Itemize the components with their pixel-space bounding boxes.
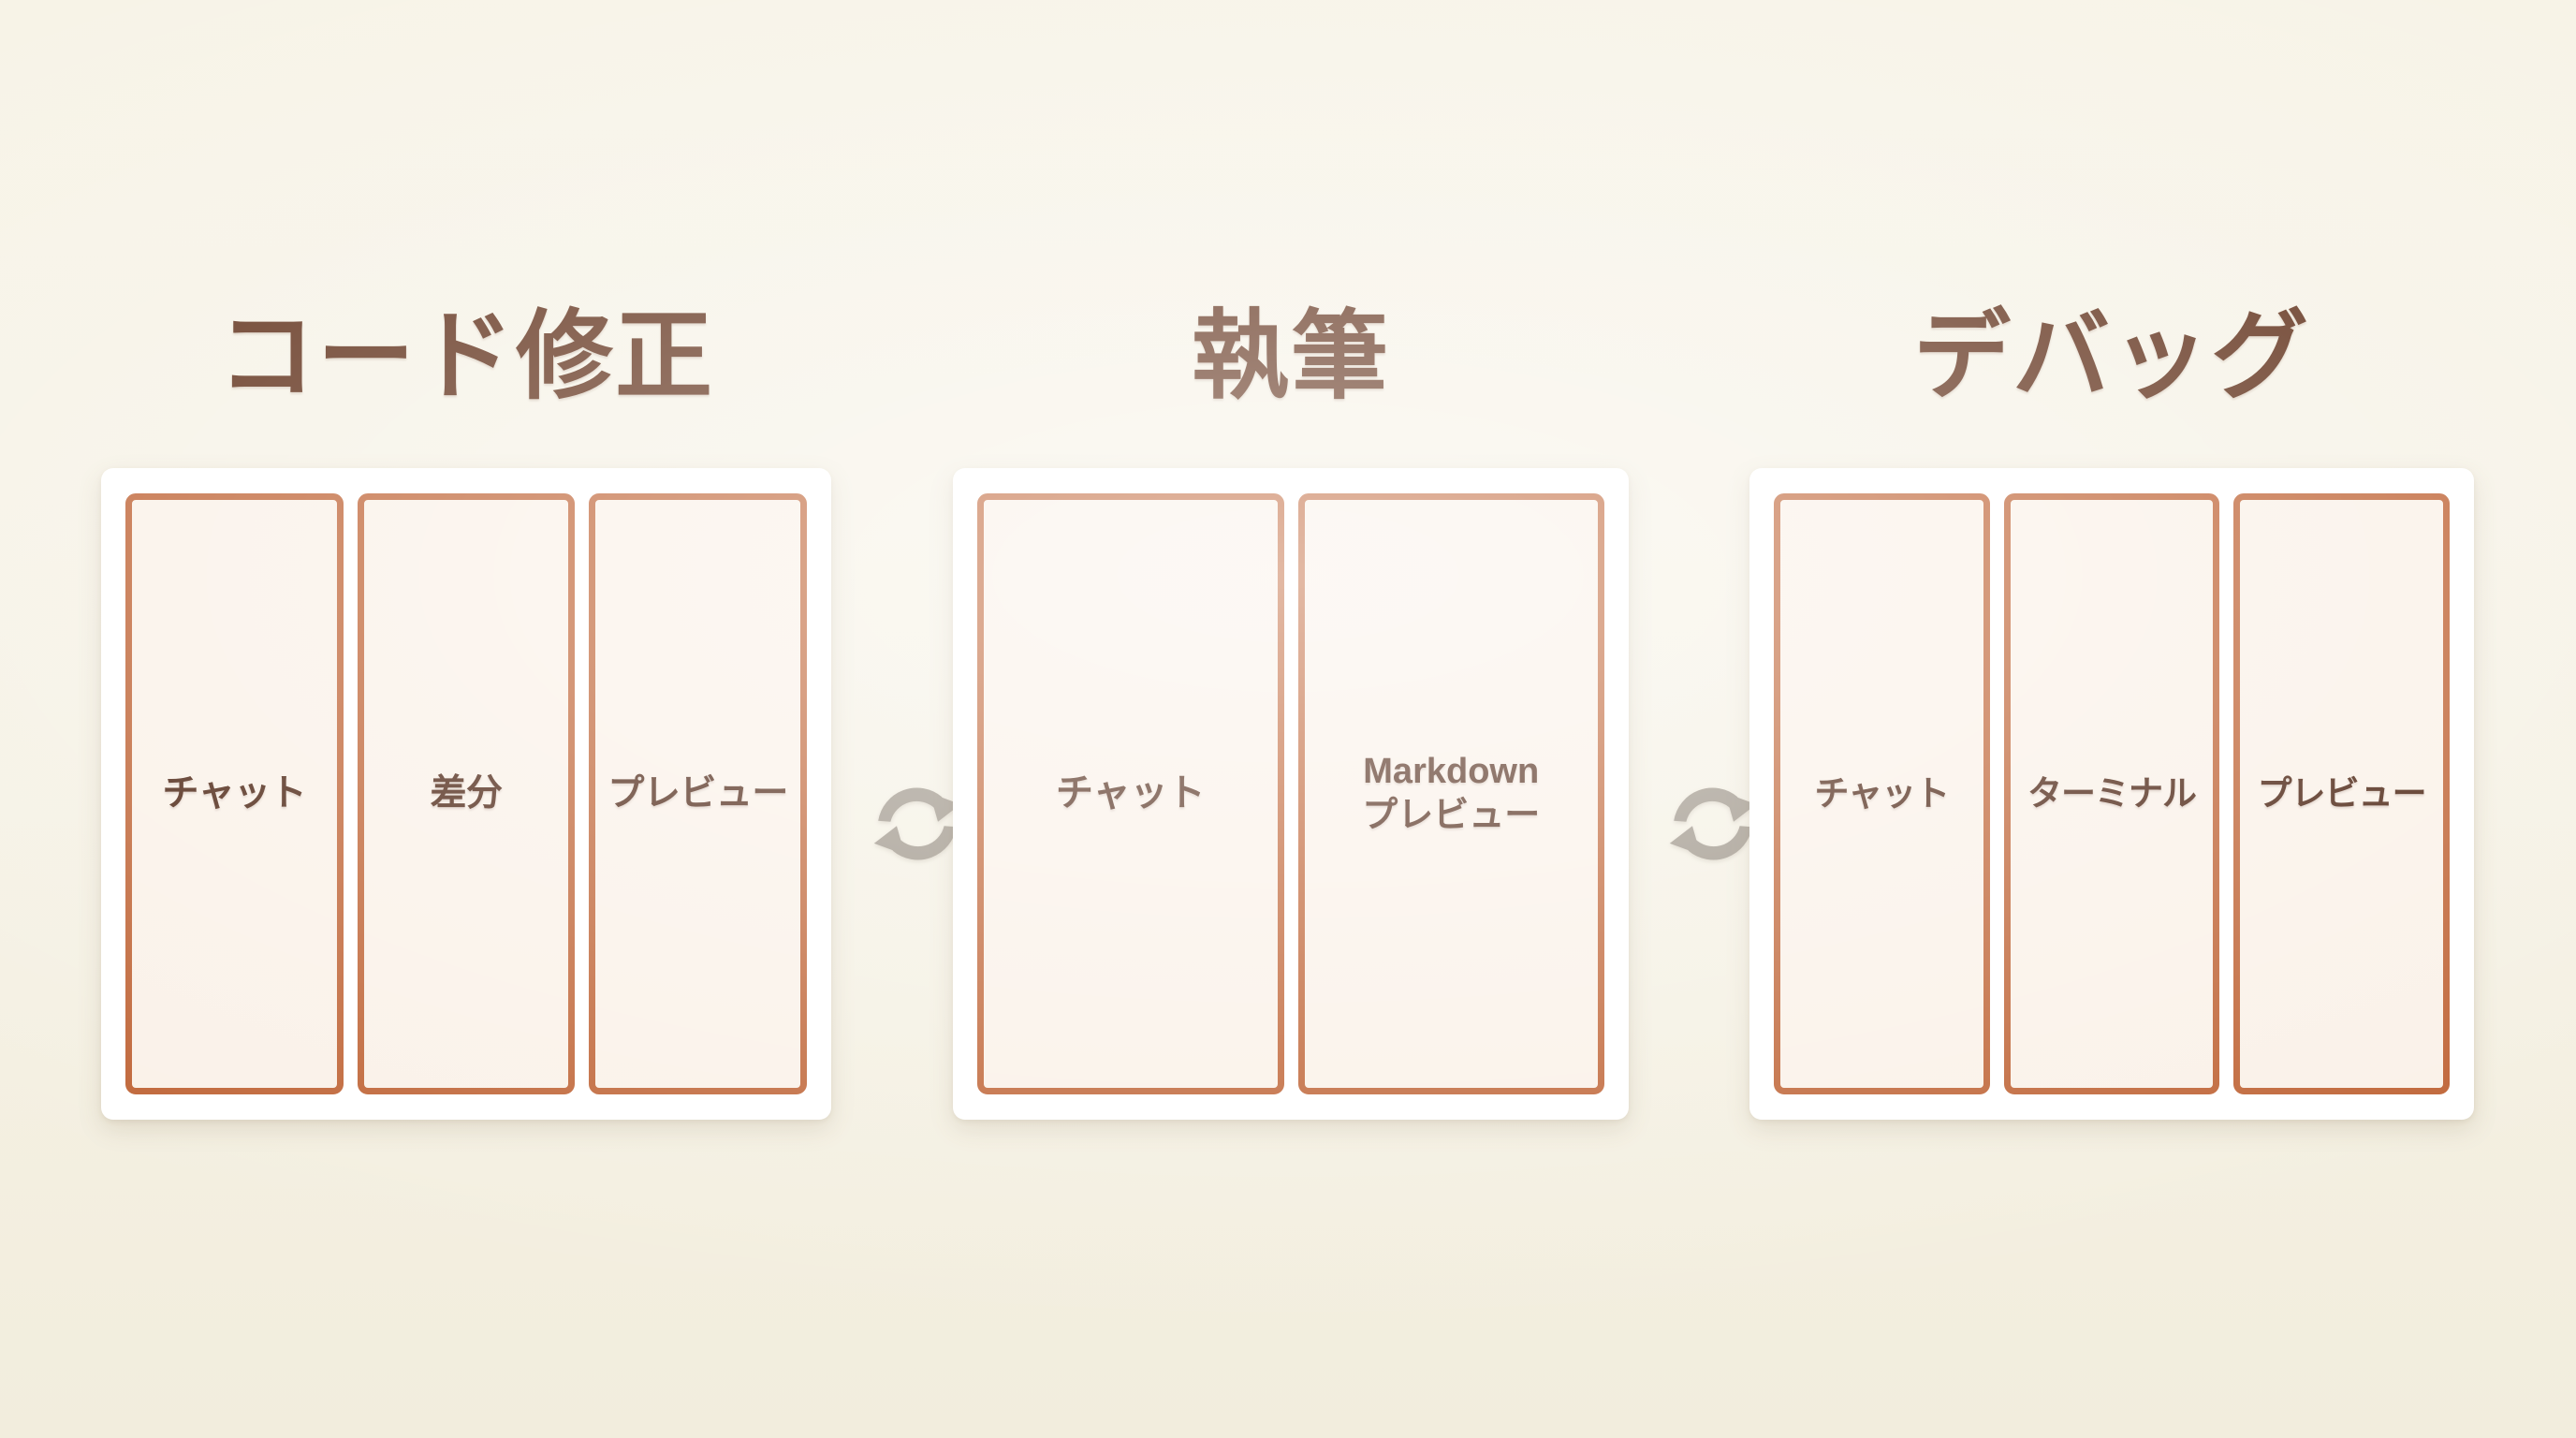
pane-preview[interactable]: プレビュー — [589, 493, 808, 1094]
sync-arrows-icon — [1661, 772, 1764, 875]
pane-label: プレビュー — [2257, 774, 2427, 814]
pane-label: ターミナル — [2027, 774, 2197, 814]
group-title-code-fix: コード修正 — [217, 301, 714, 411]
pane-terminal[interactable]: ターミナル — [2003, 493, 2220, 1094]
sync-arrows-icon — [866, 772, 969, 875]
group-title-writing: 執筆 — [1191, 301, 1390, 411]
group-titles-row: コード修正 執筆 デバッグ — [0, 281, 2576, 412]
pane-chat[interactable]: チャット — [977, 493, 1284, 1094]
layout-card-debug: チャット ターミナル プレビュー — [1749, 468, 2474, 1120]
layout-card-code-fix: チャット 差分 プレビュー — [101, 468, 831, 1120]
pane-label: チャット — [1055, 772, 1206, 814]
group-title-debug: デバッグ — [1912, 301, 2310, 411]
pane-label: チャット — [1814, 774, 1951, 814]
pane-markdown-preview[interactable]: Markdown プレビュー — [1297, 493, 1604, 1094]
pane-label: 差分 — [430, 772, 504, 814]
pane-diff[interactable]: 差分 — [357, 493, 576, 1094]
pane-label: Markdown プレビュー — [1362, 751, 1541, 835]
pane-chat[interactable]: チャット — [125, 493, 344, 1094]
pane-chat[interactable]: チャット — [1774, 493, 1990, 1094]
pane-label: プレビュー — [607, 772, 788, 814]
pane-preview[interactable]: プレビュー — [2233, 493, 2451, 1094]
pane-label: チャット — [162, 772, 307, 814]
layout-card-writing: チャット Markdown プレビュー — [953, 468, 1629, 1120]
